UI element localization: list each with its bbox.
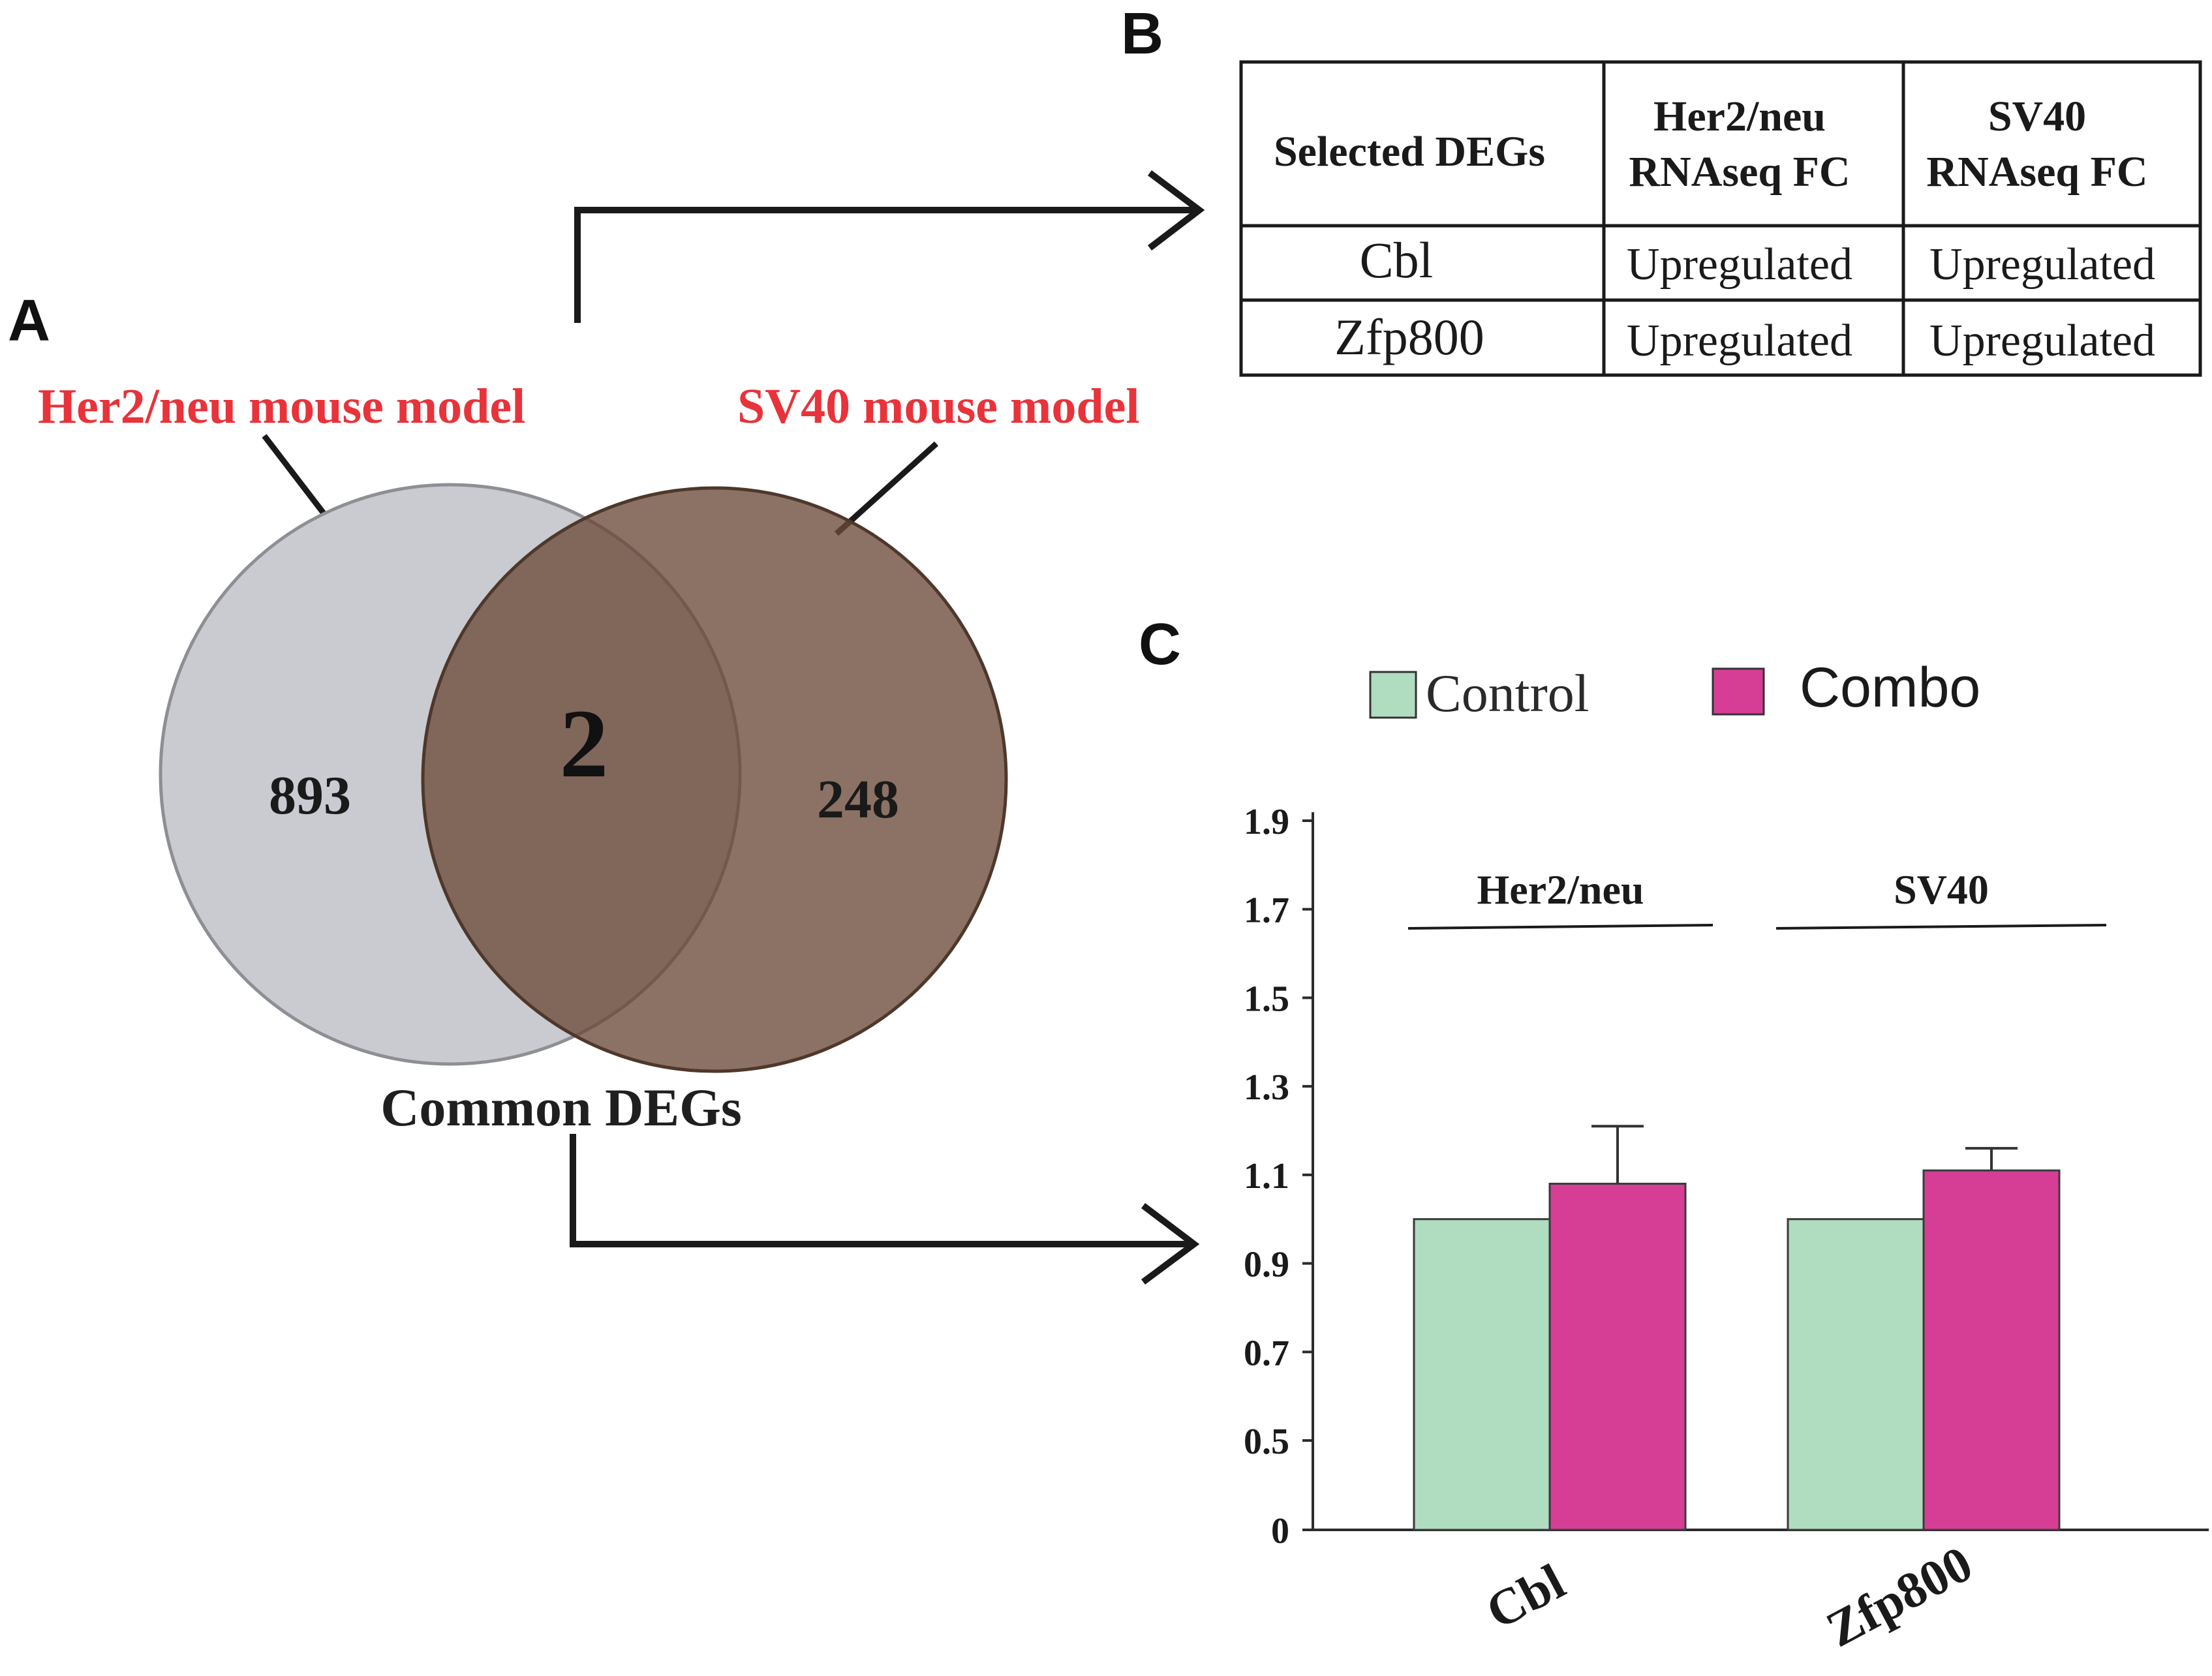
table-cell: Upregulated (1627, 239, 1852, 290)
table-cell: Upregulated (1929, 239, 2155, 290)
legend-label-combo: Combo (1800, 656, 1980, 719)
leader-line-her2 (262, 434, 335, 527)
venn-label-sv40: SV40 mouse model (737, 379, 1139, 434)
table-header-genes: Selected DEGs (1274, 128, 1545, 175)
venn-circle-sv40 (421, 486, 1008, 1073)
y-tick-label: 1.3 (1244, 1067, 1289, 1108)
arrow-to-chart (570, 1134, 1194, 1247)
leader-line-sv40 (834, 441, 939, 536)
table-cell: Upregulated (1929, 316, 2155, 366)
y-tick-label: 1.9 (1244, 802, 1289, 842)
table-header-sv40-line2: RNAseq FC (1926, 148, 2147, 196)
arrow-to-table (574, 207, 1199, 323)
bar-combo-cbl (1548, 1182, 1687, 1531)
table-border (1239, 60, 2202, 377)
deg-table: Selected DEGs Her2/neu RNAseq FC SV40 RN… (1239, 60, 2202, 377)
legend-label-control: Control (1426, 663, 1590, 723)
chart-legend: Control Combo (1369, 656, 1980, 723)
group-label: SV40 (1894, 866, 1989, 913)
bar-control-cbl (1413, 1218, 1551, 1531)
table-cell: Cbl (1360, 232, 1434, 288)
bar-chart: Control Combo 00.50.70.91.11.31.51.71.9C… (1244, 656, 2209, 1658)
group-label: Her2/neu (1477, 866, 1644, 913)
table-cell: Upregulated (1627, 316, 1852, 366)
y-tick-label: 0.5 (1244, 1422, 1289, 1462)
y-tick-label: 1.1 (1244, 1156, 1289, 1196)
x-tick-label-zfp800: Zfp800 (1817, 1534, 1981, 1658)
arrow-head-table (1147, 170, 1205, 251)
venn-count-overlap: 2 (560, 690, 609, 798)
panel-label-c: C (1139, 612, 1181, 677)
group-rule (1407, 924, 1713, 930)
table-header-her2-line1: Her2/neu (1653, 93, 1826, 140)
legend-swatch-control (1369, 671, 1417, 719)
bar-control-zfp800 (1787, 1218, 1925, 1531)
venn-count-right: 248 (817, 769, 899, 830)
group-rule (1775, 924, 2107, 930)
bar-combo-zfp800 (1922, 1169, 2061, 1531)
venn-caption: Common DEGs (380, 1078, 742, 1137)
venn-diagram: Her2/neu mouse model SV40 mouse model 89… (38, 379, 1139, 1137)
table-header-sv40-line1: SV40 (1988, 93, 2086, 140)
y-tick-label: 0.9 (1244, 1245, 1289, 1285)
y-tick-label: 0 (1271, 1511, 1289, 1551)
table-cell: Zfp800 (1334, 309, 1484, 365)
venn-count-left: 893 (269, 765, 351, 826)
x-tick-label-cbl: Cbl (1477, 1553, 1574, 1640)
panel-label-a: A (8, 288, 50, 354)
table-header-her2-line2: RNAseq FC (1629, 148, 1850, 196)
y-tick-label: 1.7 (1244, 891, 1289, 931)
arrow-head-chart (1141, 1203, 1200, 1285)
venn-label-her2: Her2/neu mouse model (38, 379, 525, 434)
panel-label-b: B (1121, 1, 1163, 67)
legend-swatch-combo (1712, 667, 1765, 716)
y-tick-label: 1.5 (1244, 979, 1289, 1019)
y-tick-label: 0.7 (1244, 1333, 1289, 1373)
